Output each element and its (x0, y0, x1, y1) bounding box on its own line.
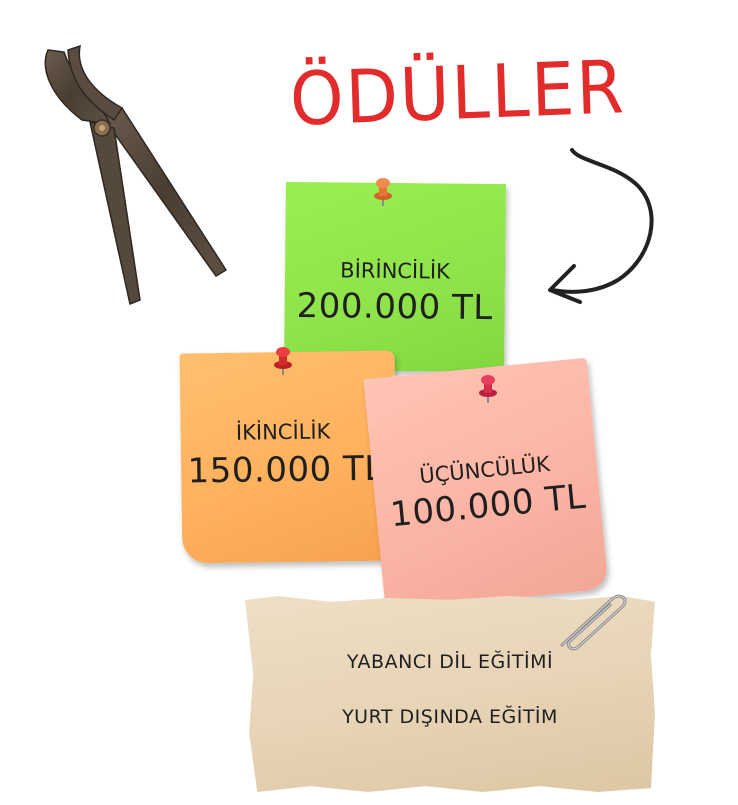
curved-arrow-icon (548, 148, 654, 304)
push-pin-icon (274, 347, 292, 375)
extra-benefits-paper: YABANCI DİL EĞİTİMİ YURT DIŞINDA EĞİTİM (245, 596, 655, 792)
paper-clip-icon (560, 594, 627, 651)
extra-benefit-language: YABANCI DİL EĞİTİMİ (346, 651, 554, 673)
extra-benefit-abroad: YURT DIŞINDA EĞİTİM (342, 706, 558, 728)
push-pin-icon (374, 178, 392, 206)
scissors-icon (44, 44, 228, 306)
page-title: ÖDÜLLER (288, 45, 627, 144)
second-prize-amount: 150.000 TL (187, 448, 385, 492)
push-pin-icon (479, 375, 497, 403)
first-prize-label: BİRİNCİLİK (340, 258, 450, 284)
second-prize-label: İKİNCİLİK (235, 419, 331, 445)
first-prize-amount: 200.000 TL (296, 285, 493, 329)
first-prize-note: BİRİNCİLİK 200.000 TL (284, 181, 506, 373)
